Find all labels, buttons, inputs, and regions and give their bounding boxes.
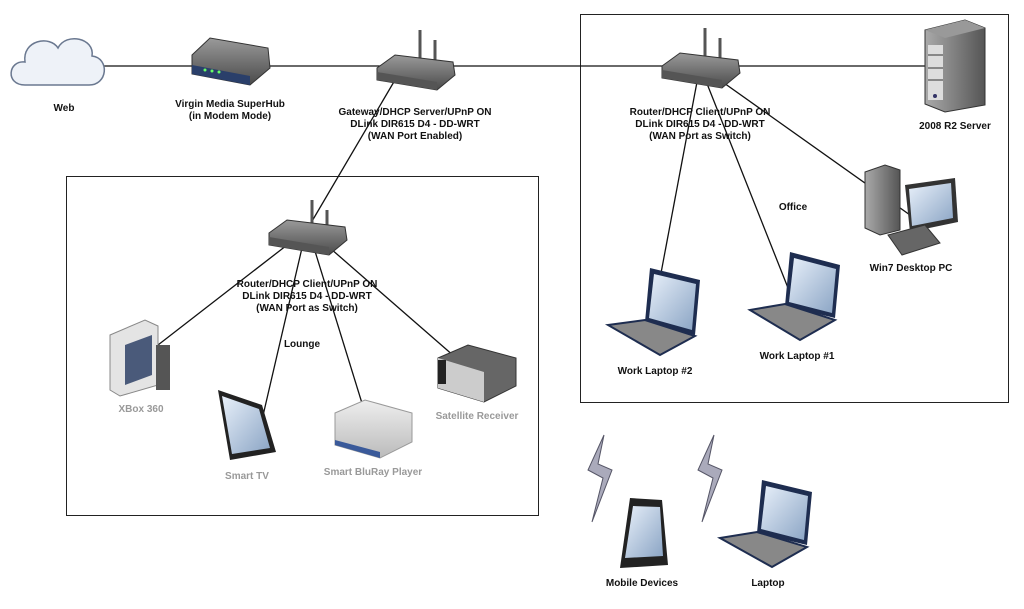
game-console-icon <box>109 319 170 397</box>
laptop-label: Laptop <box>751 578 784 589</box>
media-player-icon <box>334 399 413 459</box>
router-icon <box>661 28 741 89</box>
xbox-label: XBox 360 <box>118 404 163 415</box>
web-label: Web <box>54 103 75 114</box>
satellite-label: Satellite Receiver <box>436 411 519 422</box>
office-router-label-2: DLink DIR615 D4 - DD-WRT <box>635 119 764 130</box>
lounge-router-label-1: Router/DHCP Client/UPnP ON <box>237 279 378 290</box>
lounge-zone <box>66 176 539 516</box>
office-router-label-1: Router/DHCP Client/UPnP ON <box>630 107 771 118</box>
link-gateway-lounge <box>307 79 396 229</box>
laptop1-label: Work Laptop #1 <box>760 351 835 362</box>
bluray-label: Smart BluRay Player <box>324 467 422 478</box>
superhub-label-2: (in Modem Mode) <box>189 111 271 122</box>
laptop-icon <box>717 480 812 569</box>
gateway-label-1: Gateway/DHCP Server/UPnP ON <box>338 107 491 118</box>
lounge-router-label-2: DLink DIR615 D4 - DD-WRT <box>242 291 371 302</box>
router-icon <box>376 30 456 91</box>
cloud-icon <box>10 38 106 86</box>
win7-label: Win7 Desktop PC <box>870 263 953 274</box>
laptop2-label: Work Laptop #2 <box>618 366 693 377</box>
modem-icon <box>191 37 271 86</box>
link-office-laptop2 <box>654 65 701 306</box>
network-links <box>100 65 960 456</box>
smart-tv-label: Smart TV <box>225 471 269 482</box>
tv-icon <box>218 390 276 460</box>
link-lounge-satellite <box>314 234 471 371</box>
receiver-icon <box>437 344 517 403</box>
laptop-icon <box>604 268 700 357</box>
lounge-zone-label: Lounge <box>284 339 321 350</box>
laptop-icon <box>747 252 840 342</box>
mobile-label: Mobile Devices <box>606 578 679 589</box>
link-lounge-xbox <box>157 234 301 346</box>
gateway-label-2: DLink DIR615 D4 - DD-WRT <box>350 119 479 130</box>
server-label: 2008 R2 Server <box>919 121 991 132</box>
server-icon <box>924 19 986 113</box>
lounge-router-label-3: (WAN Port as Switch) <box>256 303 358 314</box>
lightning-icon <box>587 434 723 523</box>
gateway-label-3: (WAN Port Enabled) <box>368 131 462 142</box>
link-office-laptop1 <box>699 65 793 299</box>
router-icon <box>268 200 348 256</box>
office-zone <box>580 14 1009 403</box>
desktop-pc-icon <box>864 164 958 256</box>
superhub-label-1: Virgin Media SuperHub <box>175 99 285 110</box>
office-router-label-3: (WAN Port as Switch) <box>649 131 751 142</box>
smartphone-icon <box>620 498 668 568</box>
office-zone-label: Office <box>779 202 808 213</box>
